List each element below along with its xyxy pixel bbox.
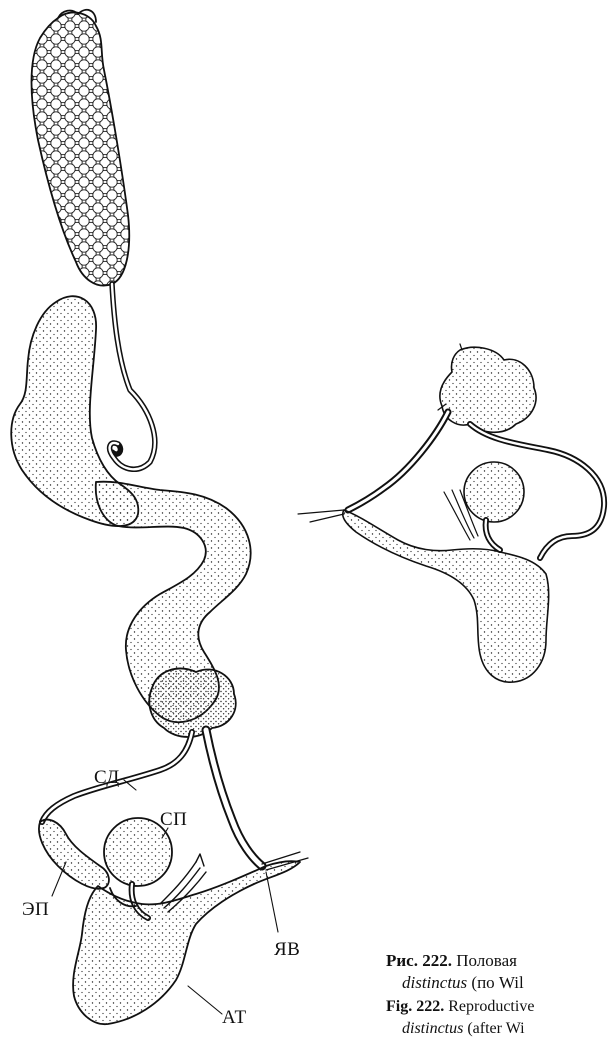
label-sp: СП	[160, 810, 187, 829]
caption-en-text: Reproductive	[448, 998, 534, 1015]
caption-russian: Рис. 222. Половая distinctus (по Wil	[386, 950, 524, 994]
secondary-lobed-gland	[440, 347, 536, 432]
caption-ru-source: (по Wil	[471, 973, 523, 992]
secondary-spermatheca	[464, 462, 524, 522]
caption-en-source: (after Wi	[467, 1020, 524, 1037]
prostate-lobes	[149, 669, 235, 737]
free-oviduct	[206, 730, 262, 866]
hermaphrodite-gland	[32, 12, 130, 285]
label-at: АТ	[222, 1008, 247, 1027]
caption-en-fig: Fig. 222.	[386, 998, 444, 1015]
label-ep: ЭП	[22, 900, 49, 919]
secondary-duct-left	[348, 412, 448, 510]
main-reproductive-system	[11, 10, 308, 1024]
caption-ru-species: distinctus	[402, 973, 467, 992]
epiphallus	[39, 820, 109, 889]
secondary-atrium	[343, 510, 549, 682]
caption-english: Fig. 222. Reproductive distinctus (after…	[386, 996, 534, 1040]
caption-en-species: distinctus	[402, 1020, 463, 1037]
secondary-reproductive-view	[298, 344, 604, 682]
label-yav: ЯВ	[274, 940, 300, 959]
label-sd: СД	[94, 768, 120, 787]
caption-ru-text: Половая	[456, 951, 517, 970]
caption-ru-fig: Рис. 222.	[386, 951, 452, 970]
hermaphrodite-duct	[110, 284, 155, 469]
